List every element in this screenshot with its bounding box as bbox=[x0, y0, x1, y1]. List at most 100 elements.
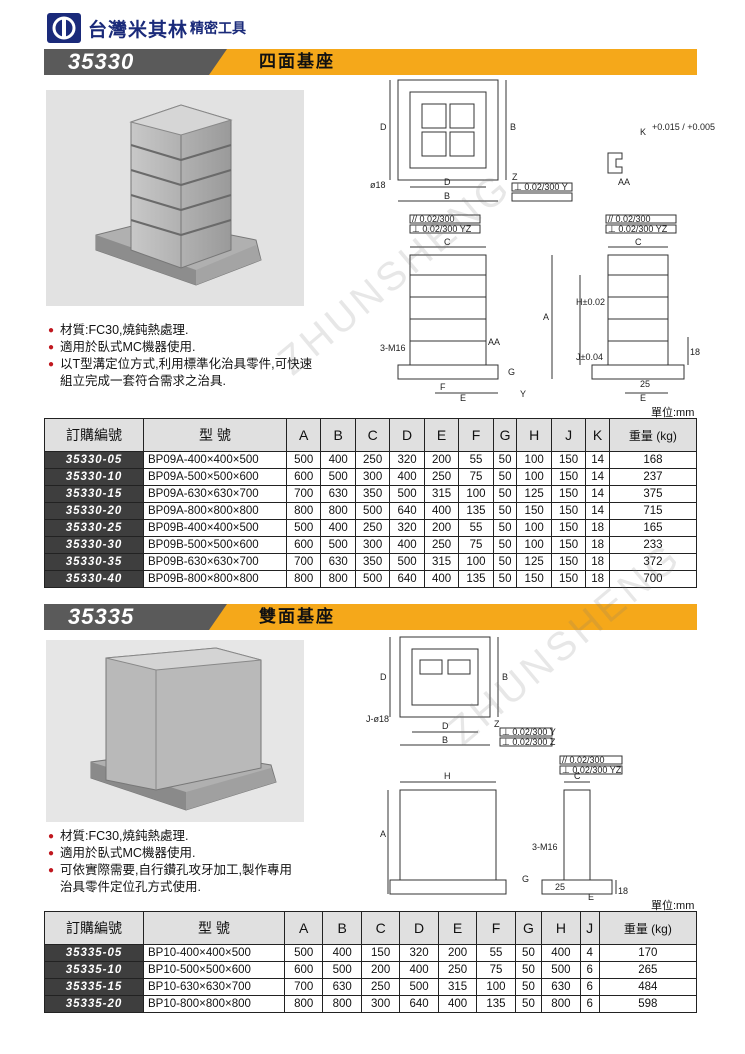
order-code-cell: 35335-10 bbox=[44, 961, 144, 979]
value-cell: 800 bbox=[283, 995, 324, 1013]
value-cell: 250 bbox=[423, 468, 460, 486]
value-cell: 18 bbox=[585, 536, 610, 554]
value-cell: 500 bbox=[322, 961, 362, 979]
value-cell: 300 bbox=[354, 536, 391, 554]
value-cell: 50 bbox=[514, 978, 543, 996]
tolerance-label: ⊥ 0.02/300 YZ bbox=[608, 224, 668, 234]
dim-label-a: A bbox=[380, 829, 386, 839]
dim-label-a: A bbox=[543, 312, 549, 322]
value-cell: 600 bbox=[283, 961, 324, 979]
model-cell: BP10-500×500×600 bbox=[143, 961, 285, 979]
list-item: ●以T型溝定位方式,利用標準化治具零件,可快速 bbox=[48, 357, 313, 371]
value-cell: 55 bbox=[458, 519, 494, 537]
brand-header: 台灣米其林 精密工具 bbox=[46, 10, 246, 46]
brand-logo-icon bbox=[47, 13, 81, 43]
value-cell: 700 bbox=[285, 485, 322, 503]
value-cell: 630 bbox=[541, 978, 581, 996]
value-cell: 250 bbox=[423, 536, 460, 554]
dim-label-b: B bbox=[444, 191, 450, 201]
section2-bar-divider bbox=[209, 604, 227, 630]
value-cell: 630 bbox=[320, 485, 356, 503]
value-cell: 800 bbox=[285, 502, 322, 520]
value-cell: 75 bbox=[458, 468, 494, 486]
value-cell: 500 bbox=[283, 944, 324, 962]
order-code-cell: 35330-35 bbox=[44, 553, 144, 571]
tolerance-label: ⊥ 0.02/300 YZ bbox=[562, 765, 622, 775]
value-cell: 55 bbox=[476, 944, 516, 962]
value-cell: 200 bbox=[360, 961, 401, 979]
order-code-cell: 35330-20 bbox=[44, 502, 144, 520]
value-cell: 100 bbox=[476, 978, 516, 996]
value-cell: 6 bbox=[579, 995, 600, 1013]
value-cell: 75 bbox=[476, 961, 516, 979]
dim-label-d: D bbox=[380, 122, 387, 132]
tolerance-label: // 0.02/300 bbox=[608, 214, 651, 224]
value-cell: 75 bbox=[458, 536, 494, 554]
value-cell: 372 bbox=[608, 553, 698, 571]
section2-title: 雙面基座 bbox=[227, 604, 697, 630]
value-cell: 50 bbox=[492, 553, 518, 571]
value-cell: 640 bbox=[389, 570, 425, 588]
section1-technical-drawing: D B D B ø18 ⊥ 0.02/300 Y // 0.02/300 ⊥ 0… bbox=[370, 79, 715, 403]
value-cell: 14 bbox=[585, 451, 610, 469]
section1-product-photo bbox=[46, 90, 304, 306]
value-cell: 100 bbox=[516, 519, 552, 537]
tolerance-label: ⊥ 0.02/300 Y bbox=[514, 182, 568, 192]
order-code-cell: 35330-30 bbox=[44, 536, 144, 554]
value-cell: 150 bbox=[550, 502, 587, 520]
value-cell: 50 bbox=[492, 451, 518, 469]
value-cell: 100 bbox=[516, 468, 552, 486]
value-cell: 4 bbox=[579, 944, 600, 962]
value-cell: 640 bbox=[399, 995, 439, 1013]
dim-label-25: 25 bbox=[640, 379, 650, 389]
value-cell: 6 bbox=[579, 961, 600, 979]
value-cell: 135 bbox=[458, 502, 494, 520]
value-cell: 50 bbox=[492, 570, 518, 588]
value-cell: 300 bbox=[354, 468, 391, 486]
tolerance-label: ⊥ 0.02/300 Y bbox=[502, 727, 556, 737]
value-cell: 315 bbox=[423, 553, 460, 571]
value-cell: 315 bbox=[423, 485, 460, 503]
model-cell: BP09B-400×400×500 bbox=[143, 519, 287, 537]
section2-technical-drawing: D B D B J-ø18 ⊥ 0.02/300 Y ⊥ 0.02/300 Z … bbox=[366, 636, 628, 902]
value-cell: 250 bbox=[354, 519, 391, 537]
hole-label: ø18 bbox=[370, 180, 386, 190]
value-cell: 200 bbox=[423, 519, 460, 537]
value-cell: 170 bbox=[598, 944, 698, 962]
value-cell: 800 bbox=[285, 570, 322, 588]
value-cell: 500 bbox=[320, 536, 356, 554]
value-cell: 150 bbox=[550, 570, 587, 588]
dim-label-e: E bbox=[640, 393, 646, 403]
value-cell: 50 bbox=[492, 536, 518, 554]
four-face-base-image bbox=[46, 90, 304, 306]
value-cell: 700 bbox=[608, 570, 698, 588]
bullet-icon: ● bbox=[48, 342, 55, 353]
model-cell: BP10-400×400×500 bbox=[143, 944, 285, 962]
value-cell: 630 bbox=[320, 553, 356, 571]
bullet-icon: ● bbox=[48, 848, 55, 859]
value-cell: 630 bbox=[322, 978, 362, 996]
model-cell: BP10-800×800×800 bbox=[143, 995, 285, 1013]
value-cell: 250 bbox=[437, 961, 478, 979]
value-cell: 484 bbox=[598, 978, 698, 996]
model-cell: BP09A-500×500×600 bbox=[143, 468, 287, 486]
value-cell: 800 bbox=[322, 995, 362, 1013]
value-cell: 265 bbox=[598, 961, 698, 979]
tolerance-label: // 0.02/300 bbox=[562, 755, 605, 765]
value-cell: 600 bbox=[285, 468, 322, 486]
value-cell: 150 bbox=[550, 536, 587, 554]
thread-label: 3-M16 bbox=[532, 842, 558, 852]
bullet-icon: ● bbox=[48, 325, 55, 336]
value-cell: 598 bbox=[598, 995, 698, 1013]
value-cell: 50 bbox=[492, 468, 518, 486]
value-cell: 400 bbox=[389, 468, 425, 486]
value-cell: 320 bbox=[399, 944, 439, 962]
dim-label-e: E bbox=[460, 393, 466, 403]
dim-label-c: C bbox=[574, 771, 581, 781]
value-cell: 400 bbox=[399, 961, 439, 979]
value-cell: 400 bbox=[389, 536, 425, 554]
